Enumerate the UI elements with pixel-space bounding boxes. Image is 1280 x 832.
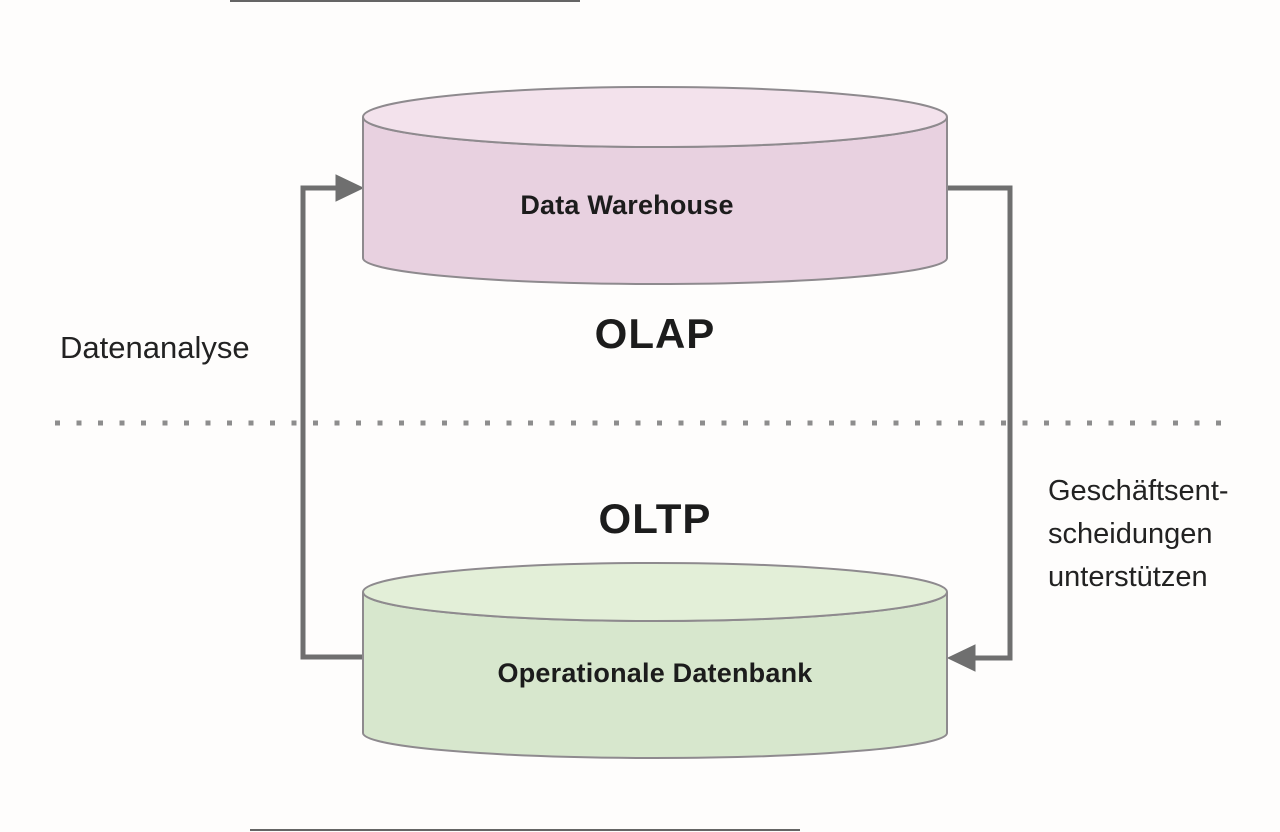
datenanalyse-label: Datenanalyse xyxy=(60,330,250,365)
warehouse-label: Data Warehouse xyxy=(520,190,734,220)
business-decisions-line-2: scheidungen xyxy=(1048,518,1213,550)
database-cylinder-top xyxy=(362,562,948,622)
left-connector-arrowhead xyxy=(335,174,365,202)
database-label: Operationale Datenbank xyxy=(497,658,813,688)
business-decisions-line-3: unterstützen xyxy=(1048,561,1208,593)
warehouse-cylinder xyxy=(362,86,948,285)
olap-label: OLAP xyxy=(594,310,716,357)
warehouse-cylinder-top xyxy=(362,86,948,148)
left-connector-line xyxy=(300,185,365,660)
top-edge-line xyxy=(230,0,580,2)
business-decisions-line-1: Geschäftsent- xyxy=(1048,475,1229,507)
oltp-label: OLTP xyxy=(598,495,712,542)
database-cylinder xyxy=(362,562,948,759)
right-connector-arrowhead xyxy=(946,644,976,672)
right-connector-line xyxy=(945,185,1013,661)
business-decisions-label: Geschäftsent- scheidungen unterstützen xyxy=(1048,470,1229,599)
bottom-edge-line xyxy=(250,829,800,831)
